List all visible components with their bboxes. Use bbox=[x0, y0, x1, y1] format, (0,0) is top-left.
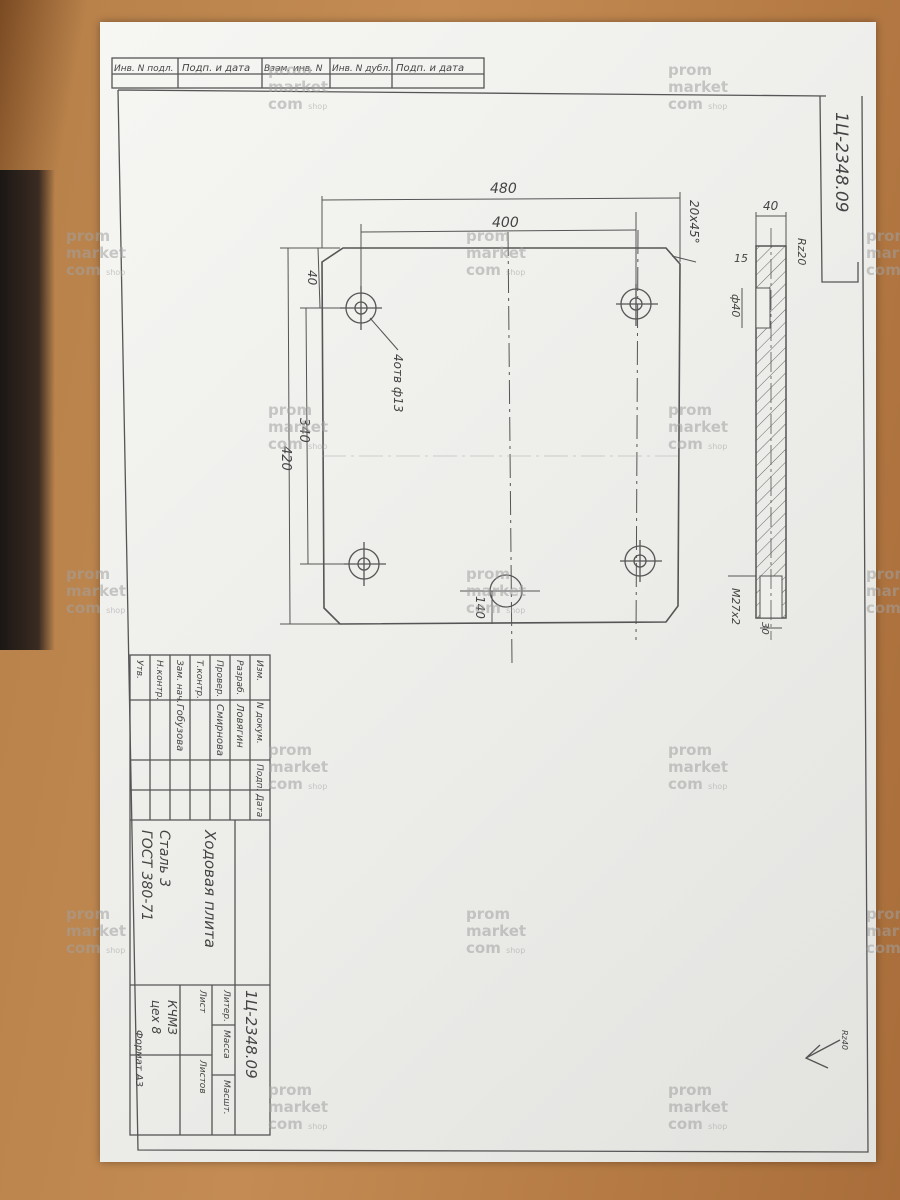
dimension-480: 480 bbox=[321, 181, 681, 262]
dim-40-label: 40 bbox=[305, 270, 319, 286]
section-thickness-label: 40 bbox=[763, 199, 779, 213]
roughness-symbol: Rz40 bbox=[804, 1030, 849, 1069]
dimension-40-top: 40 bbox=[305, 247, 321, 309]
tb-designation: 1Ц-2348.09 bbox=[242, 990, 260, 1079]
name-1: Ловягин bbox=[234, 703, 245, 748]
col-doc: N докум. bbox=[254, 702, 264, 744]
tb-lit-label: Литер. bbox=[221, 989, 231, 1022]
section-roughness-label: Rz20 bbox=[795, 238, 808, 265]
role-nkontr: Н.контр. bbox=[154, 660, 164, 700]
strip-cell-2: Подп. и дата bbox=[182, 63, 250, 74]
name-2: Смирнова bbox=[214, 704, 225, 756]
dim-420-label: 420 bbox=[278, 446, 293, 471]
top-strip: Инв. N подл. Подп. и дата Взам. инв. N И… bbox=[111, 57, 485, 89]
dim-400-label: 400 bbox=[492, 215, 519, 231]
title-block: Изм. N докум. Подп. Дата Разраб. Провер.… bbox=[129, 654, 271, 1136]
designation-box: 1Ц-2348.09 bbox=[819, 95, 859, 283]
dim-340-label: 340 bbox=[296, 418, 311, 443]
dim-140-label: 140 bbox=[473, 596, 487, 619]
dimension-420: 420 bbox=[278, 247, 340, 625]
mounting-hole-2 bbox=[616, 284, 658, 326]
tb-mass-label: Масса bbox=[221, 1030, 231, 1059]
dim-480-label: 480 bbox=[490, 181, 517, 197]
role-razrab: Разраб. bbox=[234, 660, 244, 695]
counterbore-dia-label: ф40 bbox=[729, 294, 742, 317]
strip-cell-4: Инв. N дубл. bbox=[332, 64, 391, 74]
role-prover: Провер. bbox=[214, 660, 224, 697]
tb-format: Формат А3 bbox=[133, 1030, 144, 1087]
counterbore-depth-label: 15 bbox=[734, 252, 748, 265]
drawing-frame bbox=[117, 89, 869, 1153]
tb-org-1: КЧМЗ bbox=[165, 1000, 179, 1035]
dimension-400: 400 bbox=[360, 212, 637, 290]
dimension-340: 340 bbox=[296, 307, 350, 565]
dimension-140: 140 bbox=[460, 590, 540, 624]
desk-shadow bbox=[0, 170, 55, 650]
tb-part-name: Ходовая плита bbox=[201, 829, 219, 948]
plate-view: 4отв ф13 bbox=[321, 229, 681, 665]
thread-label: M27x2 bbox=[729, 588, 742, 625]
section-view: 40 Rz20 15 ф40 M27x2 30 bbox=[728, 199, 808, 640]
name-3: Гобузова bbox=[174, 704, 186, 751]
strip-cell-1: Инв. N подл. bbox=[114, 64, 173, 74]
col-izm: Изм. bbox=[254, 660, 264, 681]
role-tkontr: Т.контр. bbox=[194, 660, 204, 699]
col-sign: Подп. bbox=[254, 764, 264, 791]
role-utv: Утв. bbox=[134, 660, 144, 679]
strip-cell-3: Взам. инв. N bbox=[264, 64, 323, 74]
strip-cell-5: Подп. и дата bbox=[396, 63, 464, 74]
mounting-hole-4 bbox=[620, 540, 662, 582]
chamfer-label: 20x45° bbox=[687, 200, 701, 244]
col-date: Дата bbox=[254, 793, 264, 817]
thread-depth-label: 30 bbox=[759, 622, 770, 635]
tb-scale-label: Масшт. bbox=[221, 1080, 231, 1115]
designation-rotated: 1Ц-2348.09 bbox=[831, 112, 851, 212]
roughness-general-label: Rz40 bbox=[840, 1030, 849, 1050]
tb-material-1: Сталь 3 bbox=[156, 830, 172, 887]
tb-sheets-label: Листов bbox=[197, 1059, 207, 1094]
mounting-hole-3 bbox=[344, 542, 386, 586]
paper-sheet bbox=[100, 22, 876, 1162]
holes-note: 4отв ф13 bbox=[391, 354, 405, 412]
tb-org-2: цех 8 bbox=[149, 1000, 163, 1034]
tb-sheet-label: Лист bbox=[197, 989, 207, 1014]
role-zam: Зам. нач. bbox=[174, 660, 184, 703]
tb-material-2: ГОСТ 380-71 bbox=[138, 830, 154, 921]
chamfer-callout: 20x45° bbox=[671, 200, 701, 263]
